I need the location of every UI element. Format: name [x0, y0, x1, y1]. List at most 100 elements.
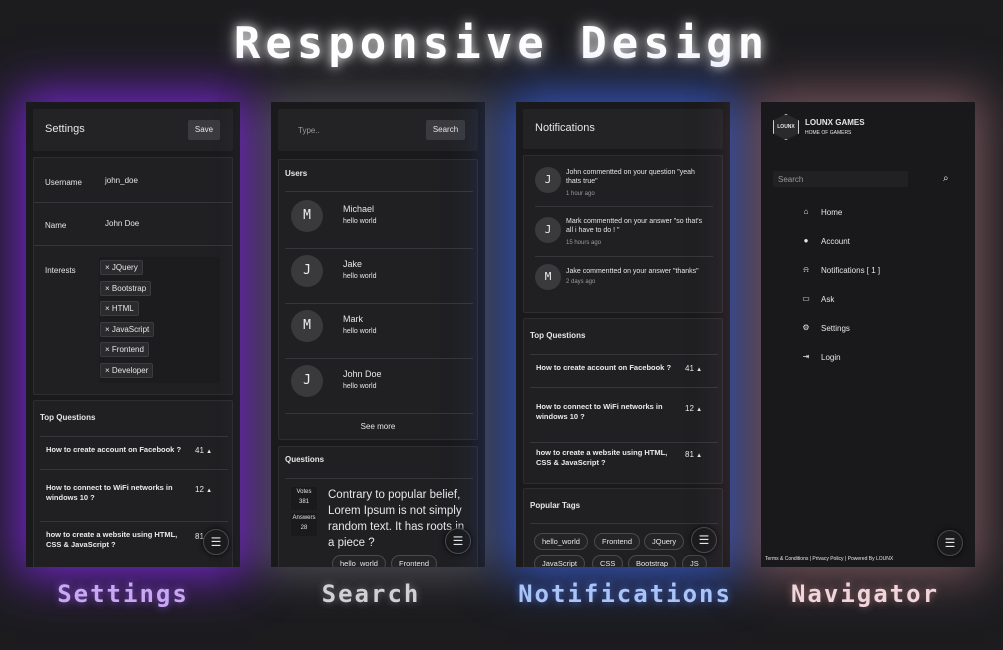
footer-links[interactable]: Terms & Conditions | Privacy Policy | Po… [765, 556, 894, 562]
menu-button[interactable]: ☰ [937, 530, 963, 556]
caret-up-icon[interactable]: ▲ [696, 407, 703, 413]
menu-button[interactable]: ☰ [203, 529, 229, 555]
top-questions-title: Top Questions [40, 413, 96, 422]
navigator-caption: Navigator [790, 580, 940, 608]
notification-time: 2 days ago [566, 279, 596, 285]
divider [530, 523, 718, 524]
question-tag[interactable]: hello_world [332, 555, 386, 567]
questions-title: Questions [285, 455, 325, 464]
question-tag[interactable]: Frontend [391, 555, 438, 567]
interests-tag-box[interactable]: × JQuery × Bootstrap × HTML × JavaScript… [99, 257, 220, 383]
top-questions-card: Top Questions How to create account on F… [523, 318, 723, 484]
interest-tag[interactable]: × Bootstrap [100, 281, 152, 296]
menu-button[interactable]: ☰ [691, 527, 717, 553]
question-count: 12 ▲ [195, 485, 212, 494]
caret-up-icon[interactable]: ▲ [696, 367, 703, 373]
interest-tag[interactable]: × JavaScript [100, 322, 155, 337]
user-name[interactable]: Mark [343, 314, 363, 324]
caret-up-icon[interactable]: ▲ [206, 488, 213, 494]
notifications-caption: Notifications [518, 580, 732, 608]
brand-tagline: HOME OF GAMERS [805, 130, 852, 136]
popular-tags-title: Popular Tags [530, 501, 581, 510]
question-link[interactable]: how to create a website using HTML, CSS … [536, 448, 668, 467]
divider [530, 442, 718, 443]
popular-tag[interactable]: CSS [592, 555, 624, 567]
search-caption: Search [321, 580, 421, 608]
user-name[interactable]: Jake [343, 259, 363, 269]
search-input[interactable]: Type.. [298, 126, 320, 135]
user-status: hello world [343, 383, 377, 390]
caret-up-icon[interactable]: ▲ [206, 449, 213, 455]
search-icon[interactable]: ⌕ [943, 173, 949, 184]
user-name[interactable]: John Doe [343, 369, 382, 379]
question-count-value: 41 [685, 364, 694, 373]
popular-tag[interactable]: hello_world [534, 533, 588, 550]
interest-tag[interactable]: × Developer [100, 363, 154, 378]
question-link[interactable]: how to create a website using HTML, CSS … [46, 530, 178, 549]
notification-text[interactable]: Jake commentted on your answer "thanks" [566, 268, 699, 275]
nav-item-account[interactable]: Account [821, 237, 850, 246]
save-button[interactable]: Save [188, 120, 220, 140]
menu-button[interactable]: ☰ [445, 528, 471, 554]
divider [40, 521, 228, 522]
nav-item-notifications[interactable]: Notifications [ 1 ] [821, 266, 881, 275]
gear-icon: ⚙ [802, 323, 810, 332]
interest-tag-label: Frontend [111, 345, 144, 354]
answers-label: Answers [292, 515, 316, 521]
search-button[interactable]: Search [426, 120, 465, 140]
notification-avatar[interactable]: M [535, 264, 561, 290]
notification-text[interactable]: Mark commentted on your answer "so that'… [566, 218, 703, 235]
question-text[interactable]: Contrary to popular belief, Lorem Ipsum … [328, 489, 465, 550]
popular-tag[interactable]: Bootstrap [628, 555, 677, 567]
chat-icon: ▭ [802, 294, 810, 303]
navigator-screen: LOUNX LOUNX GAMES HOME OF GAMERS Search … [761, 102, 975, 567]
user-avatar[interactable]: M [291, 310, 323, 342]
popular-tag[interactable]: JS [682, 555, 707, 567]
question-count: 12 ▲ [685, 404, 702, 413]
caret-up-icon[interactable]: ▲ [696, 453, 703, 459]
user-avatar[interactable]: J [291, 365, 323, 397]
question-link[interactable]: How to connect to WiFi networks in windo… [46, 483, 173, 502]
user-avatar[interactable]: M [291, 200, 323, 232]
name-field[interactable]: John Doe [105, 219, 140, 228]
see-more-link[interactable]: See more [360, 422, 396, 431]
notification-avatar[interactable]: J [535, 167, 561, 193]
question-link[interactable]: How to connect to WiFi networks in windo… [536, 402, 663, 421]
divider [40, 436, 228, 437]
user-avatar[interactable]: J [291, 255, 323, 287]
nav-search-input[interactable]: Search [773, 171, 908, 187]
question-count-value: 81 [685, 450, 694, 459]
bell-icon: ⍾ [803, 265, 809, 274]
user-icon: ● [803, 236, 809, 245]
divider [285, 478, 473, 479]
question-link[interactable]: How to create account on Facebook ? [46, 445, 182, 454]
question-count-value: 81 [195, 532, 204, 541]
notifications-title: Notifications [535, 122, 595, 134]
popular-tag[interactable]: JQuery [644, 533, 685, 550]
name-label: Name [45, 221, 67, 230]
question-link[interactable]: How to create account on Facebook ? [536, 363, 672, 372]
question-count: 81 ▲ [685, 450, 702, 459]
notification-text[interactable]: John commentted on your question "yeah t… [566, 169, 695, 186]
brand-name: LOUNX GAMES [805, 118, 865, 127]
votes-box: Votes 381 [291, 487, 317, 510]
divider [285, 191, 473, 192]
profile-form-card: Username john_doe Name John Doe Interest… [33, 157, 233, 395]
interest-tag[interactable]: × Frontend [100, 342, 149, 357]
home-icon: ⌂ [803, 207, 809, 216]
divider [285, 248, 473, 249]
votes-count: 381 [298, 498, 309, 505]
interest-tag[interactable]: × JQuery [100, 260, 143, 275]
nav-item-ask[interactable]: Ask [821, 295, 835, 304]
popular-tag[interactable]: JavaScript [534, 555, 586, 567]
user-name[interactable]: Michael [343, 204, 375, 214]
nav-item-home[interactable]: Home [821, 208, 843, 217]
notifications-card: J John commentted on your question "yeah… [523, 155, 723, 313]
popular-tag[interactable]: Frontend [594, 533, 641, 550]
nav-item-settings[interactable]: Settings [821, 324, 850, 333]
interest-tag-label: Developer [111, 366, 149, 375]
notification-avatar[interactable]: J [535, 217, 561, 243]
interest-tag[interactable]: × HTML [100, 301, 139, 316]
username-field[interactable]: john_doe [105, 176, 138, 185]
nav-item-login[interactable]: Login [821, 353, 841, 362]
